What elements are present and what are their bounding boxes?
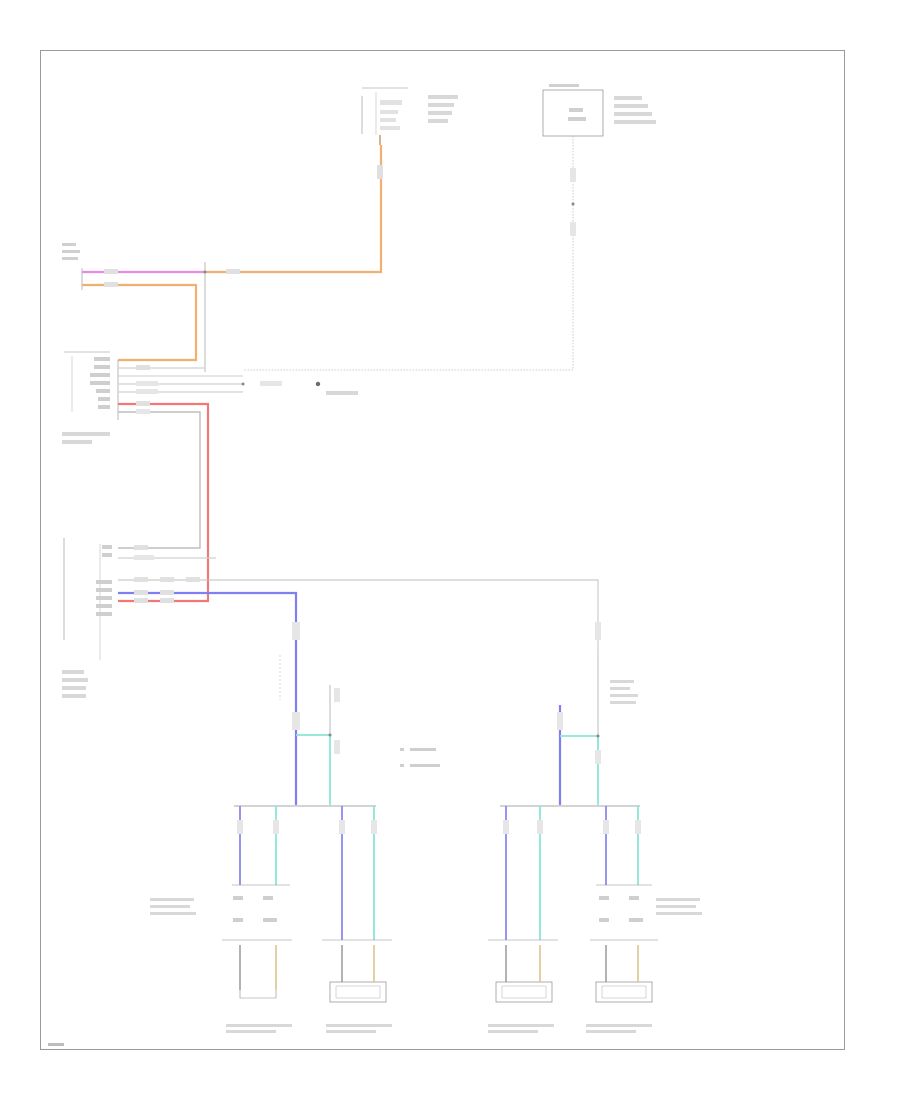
- wire-tag: [226, 269, 240, 274]
- motor-4: [586, 945, 653, 1033]
- top-right-component: [542, 84, 656, 137]
- wire-blue-left: [118, 591, 298, 805]
- wire-gray-dashed: [243, 136, 574, 371]
- left-lumbar-switch: [150, 884, 292, 999]
- footer-code-mark: [48, 1043, 64, 1046]
- legend: [400, 748, 440, 767]
- wire-tag: [377, 165, 383, 179]
- motor-1: [322, 939, 392, 1033]
- wire-bus-right: [118, 579, 599, 736]
- diagram-frame: [40, 50, 845, 1050]
- right-lumbar-switch: [590, 884, 702, 941]
- wire-orange-loop: [82, 283, 198, 362]
- joint-connector: [62, 243, 83, 290]
- power-seat-ecu: [62, 538, 112, 698]
- wire-gray: [118, 411, 201, 549]
- wire-cyan-left: [296, 734, 331, 805]
- top-left-component: [361, 87, 458, 145]
- motor-3: [488, 939, 558, 1033]
- motor-2: [226, 1024, 292, 1033]
- ground-point: [315, 381, 321, 387]
- wire-cyan-right: [560, 735, 599, 805]
- body-control-unit: [62, 351, 119, 444]
- wire-orange-main: [205, 145, 383, 274]
- wire-red: [118, 402, 210, 603]
